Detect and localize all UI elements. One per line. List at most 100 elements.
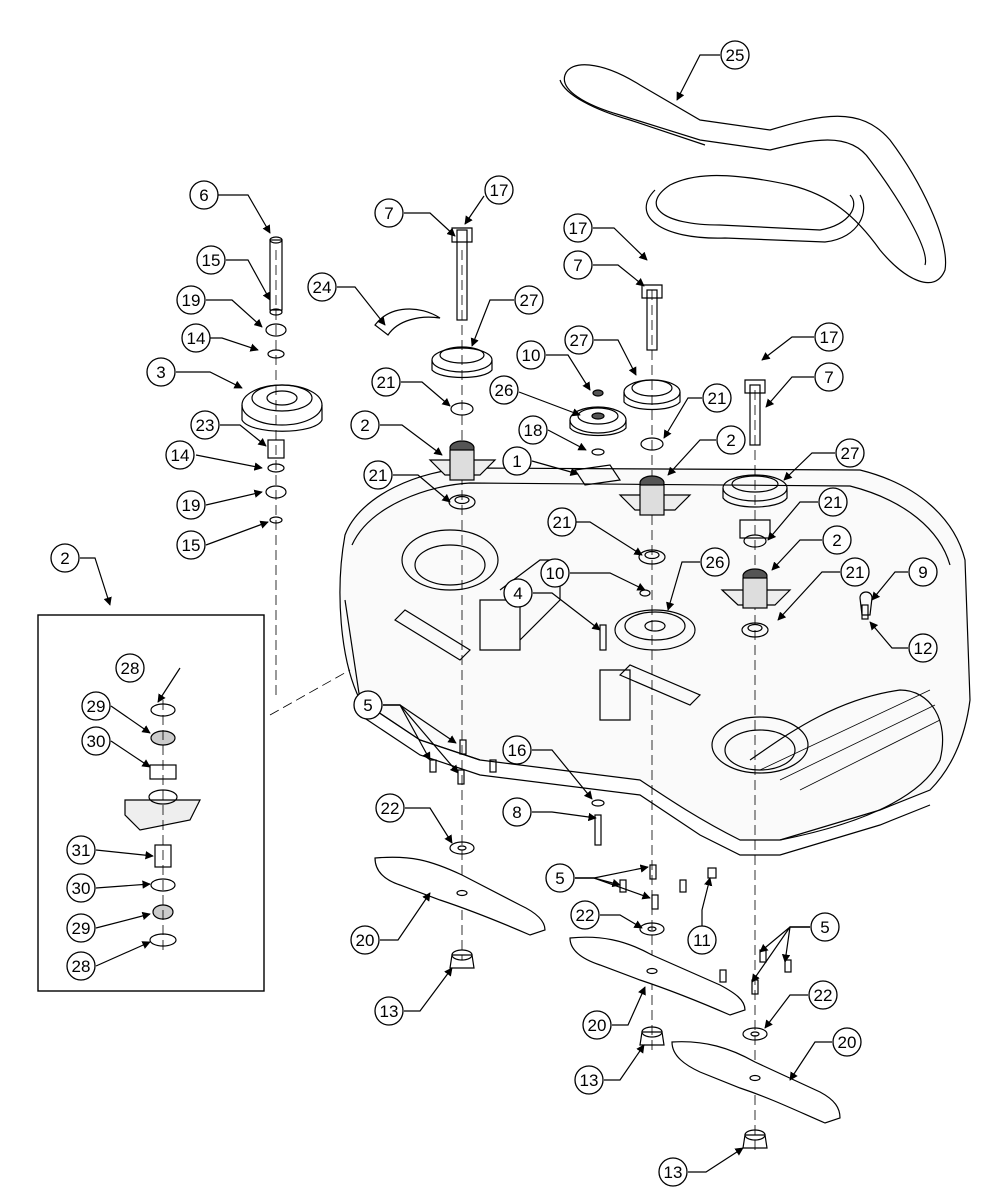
callout-10-label: 10 (546, 564, 565, 583)
callout-19a: 19 (176, 285, 206, 315)
callout-29-label: 29 (72, 919, 91, 938)
callout-21-label: 21 (846, 563, 865, 582)
callout-7-label: 7 (824, 368, 833, 387)
callout-4: 4 (503, 578, 533, 608)
callout-14-label: 14 (171, 446, 190, 465)
callout-17b: 17 (563, 213, 593, 243)
callout-22c: 22 (808, 980, 838, 1010)
callout-14a: 14 (181, 323, 211, 353)
callout-2d: 2 (50, 543, 80, 573)
callout-12: 12 (908, 633, 938, 663)
callout-7b: 7 (563, 250, 593, 280)
callout-22-label: 22 (576, 906, 595, 925)
callout-15-label: 15 (202, 251, 221, 270)
callout-21-label: 21 (369, 466, 388, 485)
callout-11: 11 (687, 925, 717, 955)
callout-31: 31 (66, 835, 96, 865)
callout-21b: 21 (363, 460, 393, 490)
callout-2a: 2 (350, 410, 380, 440)
callout-22a: 22 (375, 793, 405, 823)
mower-blades (374, 856, 841, 1124)
callout-2b: 2 (716, 425, 746, 455)
callout-16-label: 16 (508, 741, 527, 760)
callout-20-label: 20 (588, 1016, 607, 1035)
callout-19-label: 19 (182, 496, 201, 515)
callout-3: 3 (146, 357, 176, 387)
callout-2c: 2 (822, 525, 852, 555)
callout-23: 23 (190, 410, 220, 440)
callout-26b: 26 (700, 547, 730, 577)
callout-15b: 15 (176, 530, 206, 560)
callout-19b: 19 (176, 490, 206, 520)
callout-25: 25 (720, 40, 750, 70)
callout-13-label: 13 (580, 1071, 599, 1090)
callout-5-label: 5 (555, 869, 564, 888)
callout-22-label: 22 (814, 986, 833, 1005)
callout-5-label: 5 (820, 918, 829, 937)
callout-30a: 30 (81, 726, 111, 756)
callout-28-label: 28 (121, 659, 140, 678)
callout-5-label: 5 (363, 696, 372, 715)
callout-18-label: 18 (524, 421, 543, 440)
callout-2-label: 2 (726, 431, 735, 450)
callout-17-label: 17 (490, 181, 509, 200)
blade-nuts (449, 949, 768, 1149)
drive-belt (559, 64, 947, 283)
callout-5c: 5 (810, 912, 840, 942)
callout-13b: 13 (574, 1065, 604, 1095)
hitch-pin (859, 591, 873, 616)
callout-17-label: 17 (569, 219, 588, 238)
callout-28b: 28 (66, 951, 96, 981)
callout-14-label: 14 (187, 329, 206, 348)
callout-22b: 22 (570, 900, 600, 930)
callout-20c: 20 (832, 1027, 862, 1057)
callout-21d: 21 (547, 507, 577, 537)
spindle-column-right (720, 379, 792, 638)
callout-23-label: 23 (196, 416, 215, 435)
callout-28a: 28 (115, 653, 145, 683)
callout-15a: 15 (196, 245, 226, 275)
callout-13-label: 13 (380, 1002, 399, 1021)
callout-21a: 21 (371, 367, 401, 397)
callout-20b: 20 (582, 1010, 612, 1040)
spindle-column-left (374, 227, 497, 510)
callout-19-label: 19 (182, 291, 201, 310)
callout-24: 24 (307, 272, 337, 302)
callout-20-label: 20 (356, 931, 375, 950)
callout-21-label: 21 (708, 389, 727, 408)
callout-1-label: 1 (512, 452, 521, 471)
callout-13a: 13 (374, 996, 404, 1026)
callout-5a: 5 (353, 690, 383, 720)
callout-10a: 10 (516, 340, 546, 370)
callout-4-label: 4 (513, 584, 522, 603)
spindle-column-center (618, 284, 692, 565)
callout-8-label: 8 (512, 803, 521, 822)
callout-6-label: 6 (199, 186, 208, 205)
callout-26a: 26 (489, 375, 519, 405)
parts-artwork (37, 64, 971, 1150)
callout-29-label: 29 (87, 697, 106, 716)
blade-washers (449, 841, 768, 1041)
callout-11-label: 11 (693, 931, 711, 950)
callout-8: 8 (502, 797, 532, 827)
callout-2-label: 2 (60, 549, 69, 568)
callout-27c: 27 (835, 438, 865, 468)
callout-29b: 29 (66, 913, 96, 943)
callout-31-label: 31 (72, 841, 91, 860)
callout-21-label: 21 (553, 513, 572, 532)
callout-17c: 17 (814, 322, 844, 352)
callout-1: 1 (502, 446, 532, 476)
callout-10b: 10 (540, 558, 570, 588)
callout-2-label: 2 (832, 531, 841, 550)
callout-30-label: 30 (72, 879, 91, 898)
callout-9: 9 (908, 557, 938, 587)
idler-assembly (241, 236, 323, 524)
callout-28-label: 28 (72, 957, 91, 976)
callout-20a: 20 (350, 925, 380, 955)
callout-21f: 21 (840, 557, 870, 587)
callout-17a: 17 (484, 175, 514, 205)
callout-26-label: 26 (495, 381, 514, 400)
callout-21-label: 21 (824, 493, 843, 512)
callout-21-label: 21 (377, 373, 396, 392)
callout-21e: 21 (818, 487, 848, 517)
